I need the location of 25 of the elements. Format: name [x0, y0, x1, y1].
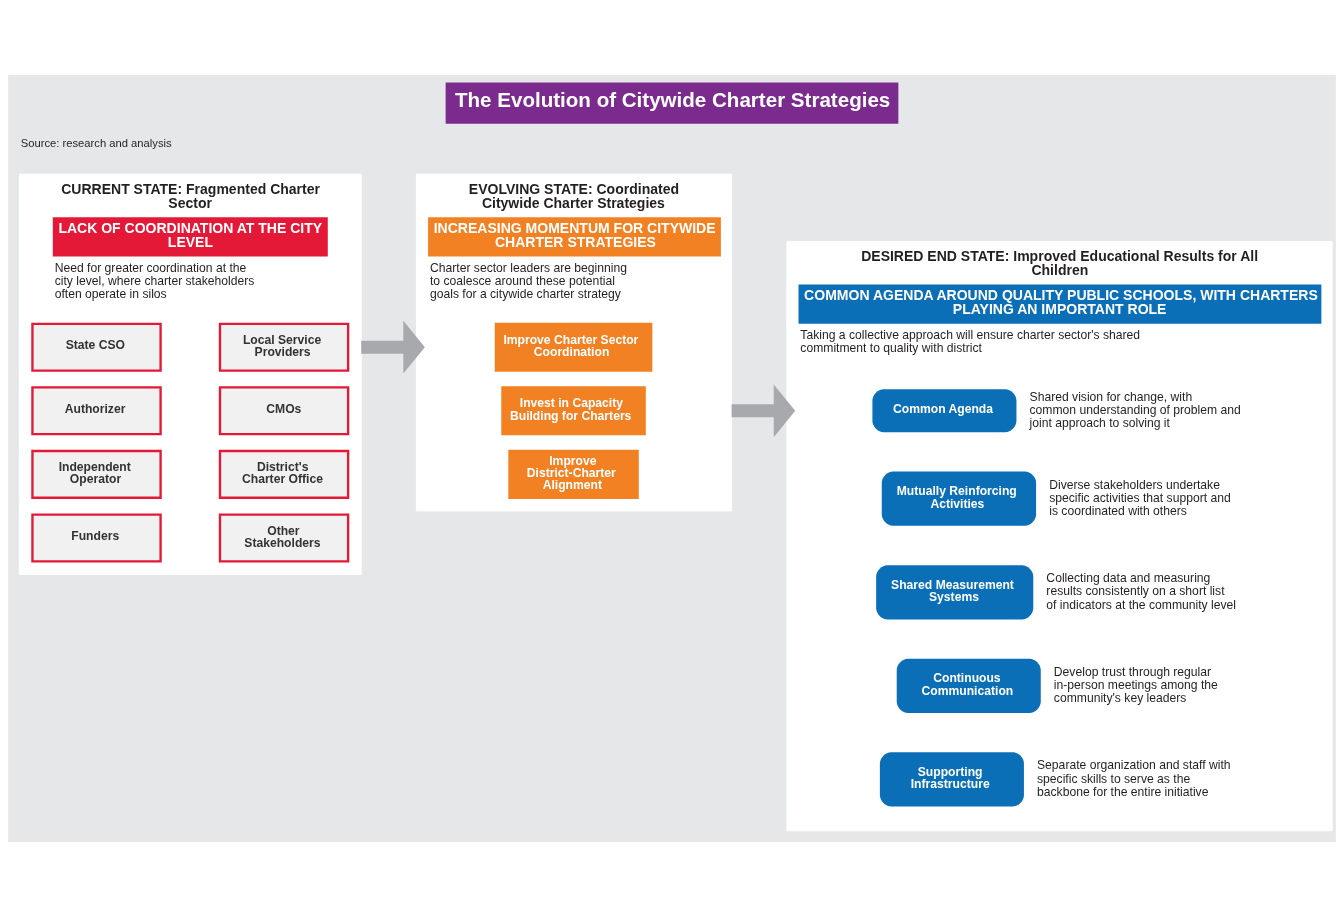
- node-label: Develop trust through regular in-person meetings among the community's key leaders: [1053, 664, 1218, 705]
- node-label: Separate organization and staff with specific skills to serve as the backbone for the entire initiative: [1037, 757, 1231, 799]
- node-box: Continuous Communication: [896, 658, 1041, 713]
- node-box: CMOs: [218, 385, 350, 435]
- node-box: Invest in Capacity Building for Charters: [501, 385, 646, 435]
- node-box: Independent Operator: [31, 449, 162, 499]
- node-box: Supporting Infrastructure: [879, 751, 1024, 806]
- diagram-title: The Evolution of Citywide Charter Strategies: [455, 87, 891, 111]
- node-box: Mutually Reinforcing Activities: [881, 471, 1037, 526]
- node-label: Collecting data and measuring results consistently on a short list of indicators at the community level: [1046, 570, 1237, 612]
- node-box: State CSO: [31, 322, 162, 372]
- arrow: [361, 320, 425, 374]
- node-box: District's Charter Office: [218, 449, 350, 499]
- node-box: Improve Charter Sector Coordination: [494, 322, 653, 372]
- node-label: Shared vision for change, with common understanding of problem and joint approach to solving it: [1029, 389, 1241, 430]
- node-box: Other Stakeholders: [218, 512, 350, 563]
- node-box: Local Service Providers: [218, 322, 350, 372]
- node-box: Shared Measurement Systems: [876, 564, 1034, 619]
- node-label: Diverse stakeholders undertake specific activities that support and is coordinated with others: [1049, 477, 1231, 518]
- node-box: Funders: [31, 512, 162, 563]
- arrow: [731, 383, 796, 437]
- node-box: Authorizer: [31, 385, 162, 435]
- node-box: Common Agenda: [872, 388, 1017, 432]
- label: Source: research and analysis: [20, 136, 172, 149]
- node-box: Improve District-Charter Alignment: [508, 449, 639, 499]
